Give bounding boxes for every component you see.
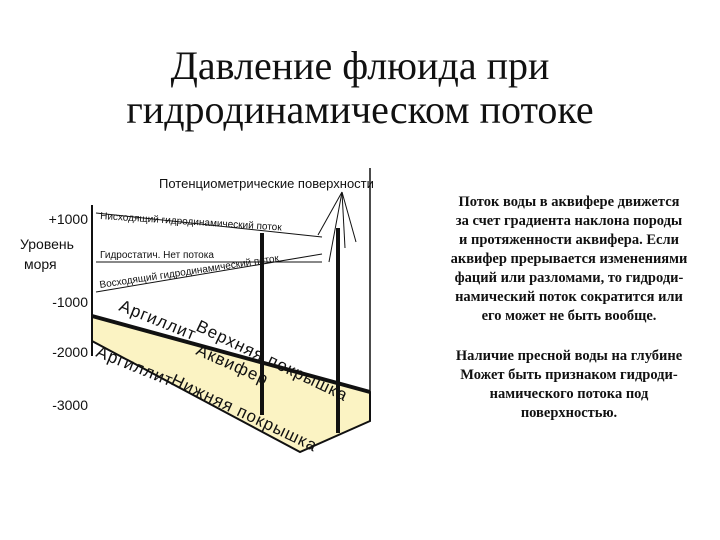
explanation-paragraph-1: Поток воды в аквифере движется за счет г… (424, 193, 714, 326)
para2-line: Может быть признаком гидроди- (424, 366, 714, 385)
depth-label-plus1000: +1000 (49, 211, 89, 227)
depth-label-minus2000: -2000 (52, 344, 88, 360)
explanation-paragraph-2: Наличие пресной воды на глубине Может бы… (424, 347, 714, 423)
potentiometric-label: Потенциометрические поверхности (159, 176, 374, 191)
pointer-line-2 (329, 192, 342, 262)
depth-label-minus3000: -3000 (52, 397, 88, 413)
hydrostatic-label: Гидростатич. Нет потока (100, 250, 214, 261)
para1-line: Поток воды в аквифере движется (424, 193, 714, 212)
sea-level-label-line1: Уровень (20, 236, 74, 252)
para1-line: аквифер прерывается изменениями (424, 250, 714, 269)
para1-line: фаций или разломами, то гидроди- (424, 269, 714, 288)
para1-line: намический поток сократится или (424, 288, 714, 307)
para1-line: его может не быть вообще. (424, 307, 714, 326)
para2-line: намического потока под (424, 385, 714, 404)
para1-line: и протяженности аквифера. Если (424, 231, 714, 250)
para1-line: за счет градиента наклона породы (424, 212, 714, 231)
descending-flow-label: Нисходящий гидродинамический поток (100, 211, 283, 234)
para2-line: поверхностью. (424, 404, 714, 423)
depth-label-minus1000: -1000 (52, 294, 88, 310)
para2-line: Наличие пресной воды на глубине (424, 347, 714, 366)
sea-level-label-line2: моря (24, 256, 57, 272)
